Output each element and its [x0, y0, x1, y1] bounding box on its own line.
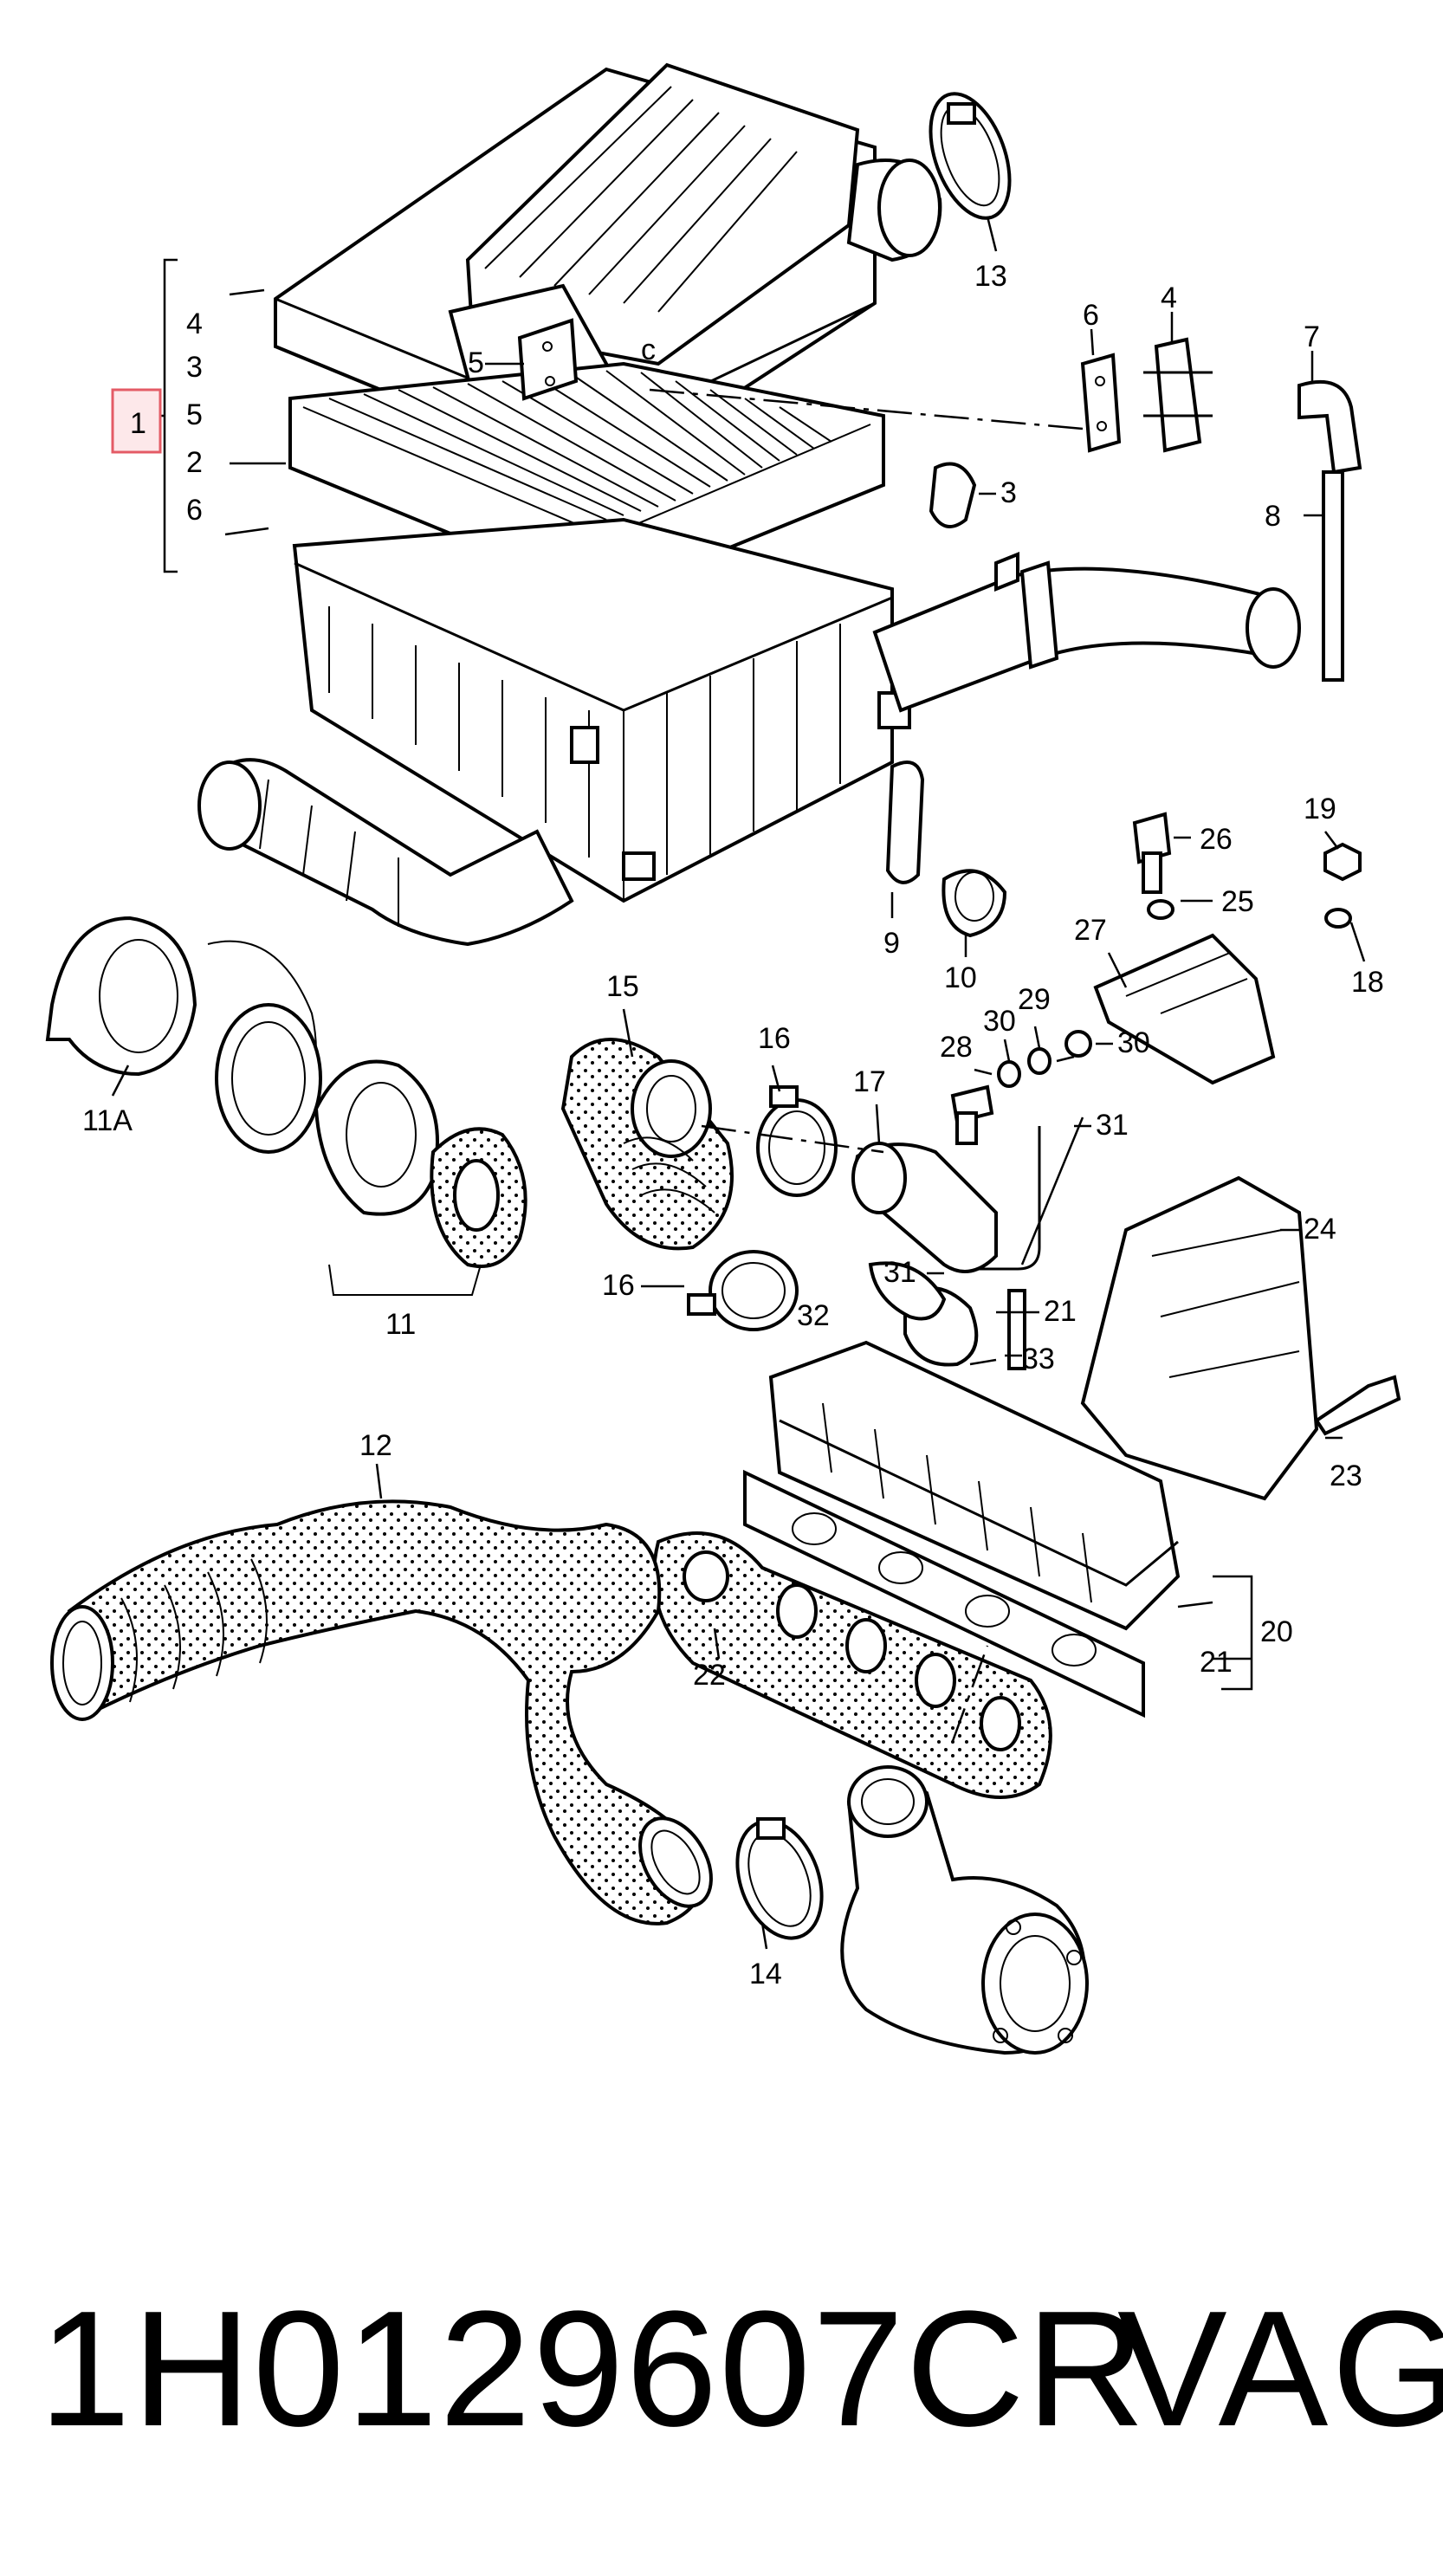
label-7: 7	[1304, 320, 1320, 353]
label-10: 10	[944, 961, 977, 994]
caption-bar: 1H0129607CR VAG	[0, 2261, 1443, 2477]
label-32: 32	[797, 1299, 830, 1332]
label-2: 2	[186, 446, 203, 479]
label-30a: 30	[983, 1005, 1016, 1038]
sensor-rings-part-11	[45, 916, 527, 1296]
label-27: 27	[1074, 914, 1107, 947]
label-15: 15	[606, 970, 639, 1003]
label-26: 26	[1200, 823, 1233, 856]
label-20: 20	[1260, 1615, 1293, 1648]
label-33: 33	[1022, 1343, 1055, 1375]
label-23: 23	[1330, 1460, 1362, 1492]
label-12: 12	[359, 1429, 392, 1462]
brand-name: VAG	[1117, 2277, 1443, 2461]
label-9: 9	[883, 927, 900, 960]
label-6b: 6	[1083, 299, 1099, 332]
label-18: 18	[1351, 966, 1384, 999]
label-8: 8	[1265, 500, 1281, 533]
label-5a: 5	[186, 398, 203, 431]
label-30b: 30	[1117, 1026, 1150, 1059]
label-4b: 4	[1161, 282, 1177, 314]
label-21a: 21	[1044, 1295, 1077, 1328]
intake-bellows-and-clamps	[560, 1038, 998, 1331]
label-22: 22	[693, 1659, 726, 1692]
part-labels: 1 4 3 5 2 6 5 c 13 6 4 7 3 8 9 10 26 19 …	[82, 260, 1384, 1990]
label-5b: 5	[468, 346, 484, 379]
highlight-box-part-1	[111, 388, 162, 454]
label-24: 24	[1304, 1213, 1336, 1246]
label-21b: 21	[1200, 1646, 1233, 1679]
label-1: 1	[130, 407, 146, 440]
label-14: 14	[749, 1958, 782, 1990]
label-3a: 3	[186, 351, 203, 384]
label-25: 25	[1221, 885, 1254, 918]
label-16a: 16	[758, 1022, 791, 1055]
label-11: 11	[385, 1308, 416, 1341]
label-4a: 4	[186, 307, 203, 340]
clamp-part-13	[929, 92, 1012, 220]
label-28: 28	[940, 1031, 973, 1064]
air-filter-housing	[197, 62, 1301, 947]
manifold-gasket-part-22	[652, 1531, 1052, 1799]
label-17: 17	[853, 1065, 886, 1098]
turbocharger	[840, 1645, 1089, 2055]
leader-lines	[147, 216, 1366, 1950]
label-13: 13	[974, 260, 1007, 293]
label-16b: 16	[602, 1269, 635, 1302]
label-c: c	[641, 333, 656, 366]
part-number: 1H0129607CR	[39, 2277, 1147, 2461]
label-19: 19	[1304, 793, 1336, 825]
exploded-parts-diagram: 1 4 3 5 2 6 5 c 13 6 4 7 3 8 9 10 26 19 …	[45, 62, 1401, 2055]
gasket-and-grommet	[885, 761, 1007, 938]
label-6a: 6	[186, 494, 203, 527]
heat-shield-and-bracket	[950, 812, 1401, 1501]
clamp-part-14	[735, 1817, 824, 1940]
small-parts-upper-right	[517, 318, 1362, 682]
label-11a: 11A	[82, 1104, 133, 1137]
label-29: 29	[1018, 983, 1051, 1016]
label-3b: 3	[1000, 476, 1017, 509]
label-31a: 31	[1096, 1109, 1129, 1142]
charge-air-hose-part-12	[50, 1499, 713, 1926]
intake-manifold	[743, 1261, 1181, 1718]
label-31b: 31	[883, 1256, 916, 1289]
